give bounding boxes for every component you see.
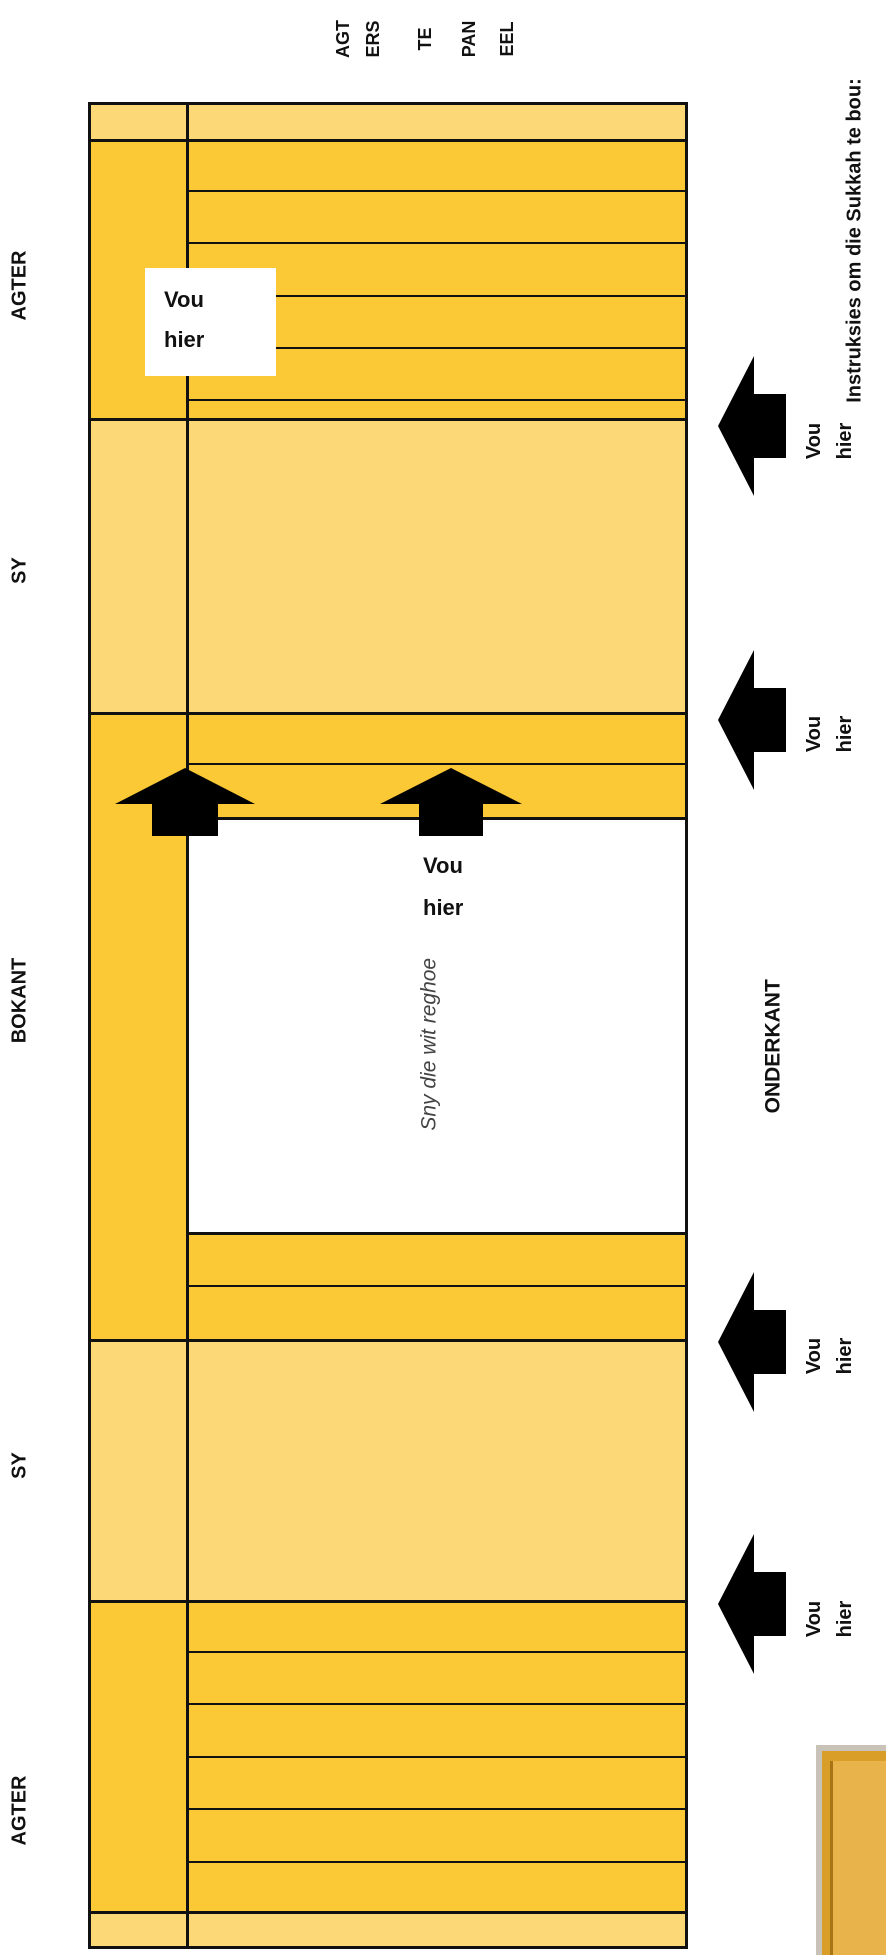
header-agt: AGT [333, 19, 354, 58]
header-eel: EEL [497, 21, 518, 57]
sukkah-photo-inner [830, 1761, 886, 1955]
sukkah-photo [816, 1745, 886, 1955]
fold-label-vou: Vou [164, 287, 204, 312]
slat-line [188, 1808, 688, 1810]
instructions-title: Instruksies om die Sukkah te bou: [843, 78, 866, 403]
fold-label-right-1: Vou hier [799, 401, 861, 481]
fold-label-hier: hier [834, 1600, 856, 1638]
slat-line [188, 763, 688, 765]
cut-note: Sny die wit reghoe [417, 957, 441, 1131]
slat-line [188, 347, 688, 349]
fold-arrow-icon [718, 1272, 786, 1412]
fold-label-vou: Vou [803, 1600, 825, 1638]
label-onderkant: ONDERKANT [761, 979, 785, 1114]
fold-arrow-icon [380, 768, 522, 836]
fold-label-hier: hier [164, 327, 205, 352]
fold-arrow-icon [718, 1534, 786, 1674]
fold-line-vertical [186, 102, 189, 1949]
fold-label-right-3: Vou hier [799, 1316, 861, 1396]
label-agter-bottom: AGTER [8, 1775, 31, 1846]
fold-label-box-text: Vou hier [164, 280, 204, 360]
slat-line [188, 1285, 688, 1287]
fold-label-right-2: Vou hier [799, 694, 861, 774]
panel-sy-bottom [88, 1339, 688, 1603]
label-sy-top: SY [8, 557, 31, 584]
fold-label-hier: hier [834, 422, 856, 460]
fold-label-right-4: Vou hier [799, 1579, 861, 1659]
label-agter-top: AGTER [8, 250, 31, 321]
fold-label-vou: Vou [803, 715, 825, 753]
slat-line [188, 1756, 688, 1758]
fold-arrow-icon [718, 650, 786, 790]
slat-line [188, 1861, 688, 1863]
top-edge-strip [88, 102, 688, 142]
header-te: TE [415, 27, 436, 51]
label-bokant: BOKANT [8, 957, 31, 1044]
fold-label-hier: hier [834, 1337, 856, 1375]
fold-label-box [145, 268, 276, 376]
fold-label-vou: Vou [423, 853, 463, 878]
slat-line [188, 1703, 688, 1705]
slat-line [188, 399, 688, 401]
slat-line [188, 190, 688, 192]
fold-label-vou: Vou [803, 422, 825, 460]
fold-label-hier: hier [423, 895, 464, 920]
fold-label-hier: hier [834, 715, 856, 753]
slat-line [188, 1651, 688, 1653]
fold-label-center: Vou hier [423, 845, 463, 929]
header-pan: PAN [459, 20, 480, 58]
header-ers: ERS [363, 20, 384, 58]
slat-line [188, 242, 688, 244]
label-sy-bottom: SY [8, 1452, 31, 1479]
fold-label-vou: Vou [803, 1337, 825, 1375]
fold-arrow-icon [115, 768, 255, 836]
panel-sy-top [88, 418, 688, 715]
fold-arrow-icon [718, 356, 786, 496]
slat-line [188, 295, 688, 297]
bottom-edge-strip [88, 1911, 688, 1949]
